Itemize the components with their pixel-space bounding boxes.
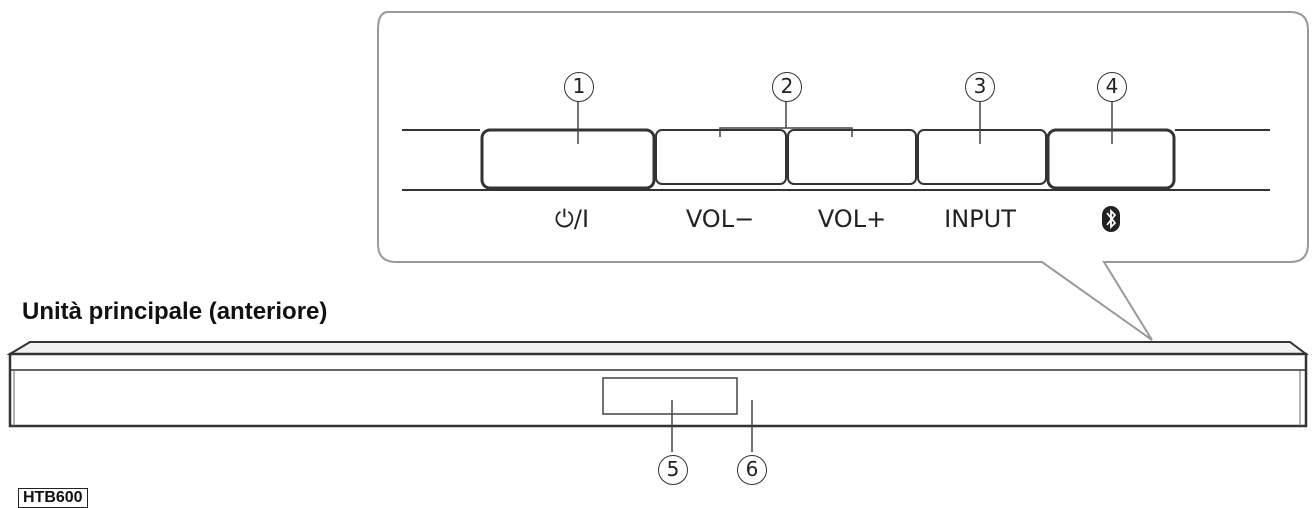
vol-minus-button[interactable] xyxy=(655,129,787,185)
input-button[interactable] xyxy=(917,129,1047,185)
bluetooth-icon xyxy=(1102,206,1120,232)
power-label: ⏻/I xyxy=(554,205,590,233)
callout-3: 3 xyxy=(965,72,995,102)
power-button[interactable] xyxy=(480,128,656,190)
bluetooth-button[interactable] xyxy=(1046,128,1176,190)
soundbar-top-edge xyxy=(6,341,1309,355)
model-tag: HTB600 xyxy=(18,488,88,508)
callout-6: 6 xyxy=(737,455,767,485)
callout-1: 1 xyxy=(564,72,594,102)
bracket-2 xyxy=(719,127,853,137)
input-label: INPUT xyxy=(944,205,1016,233)
callout-4: 4 xyxy=(1097,72,1127,102)
callout-5: 5 xyxy=(658,455,688,485)
section-title: Unità principale (anteriore) xyxy=(22,298,328,325)
vol-plus-label: VOL+ xyxy=(817,205,887,233)
vol-minus-label: VOL− xyxy=(685,205,755,233)
front-display xyxy=(602,377,738,415)
vol-plus-button[interactable] xyxy=(787,129,917,185)
callout-2: 2 xyxy=(772,72,802,102)
